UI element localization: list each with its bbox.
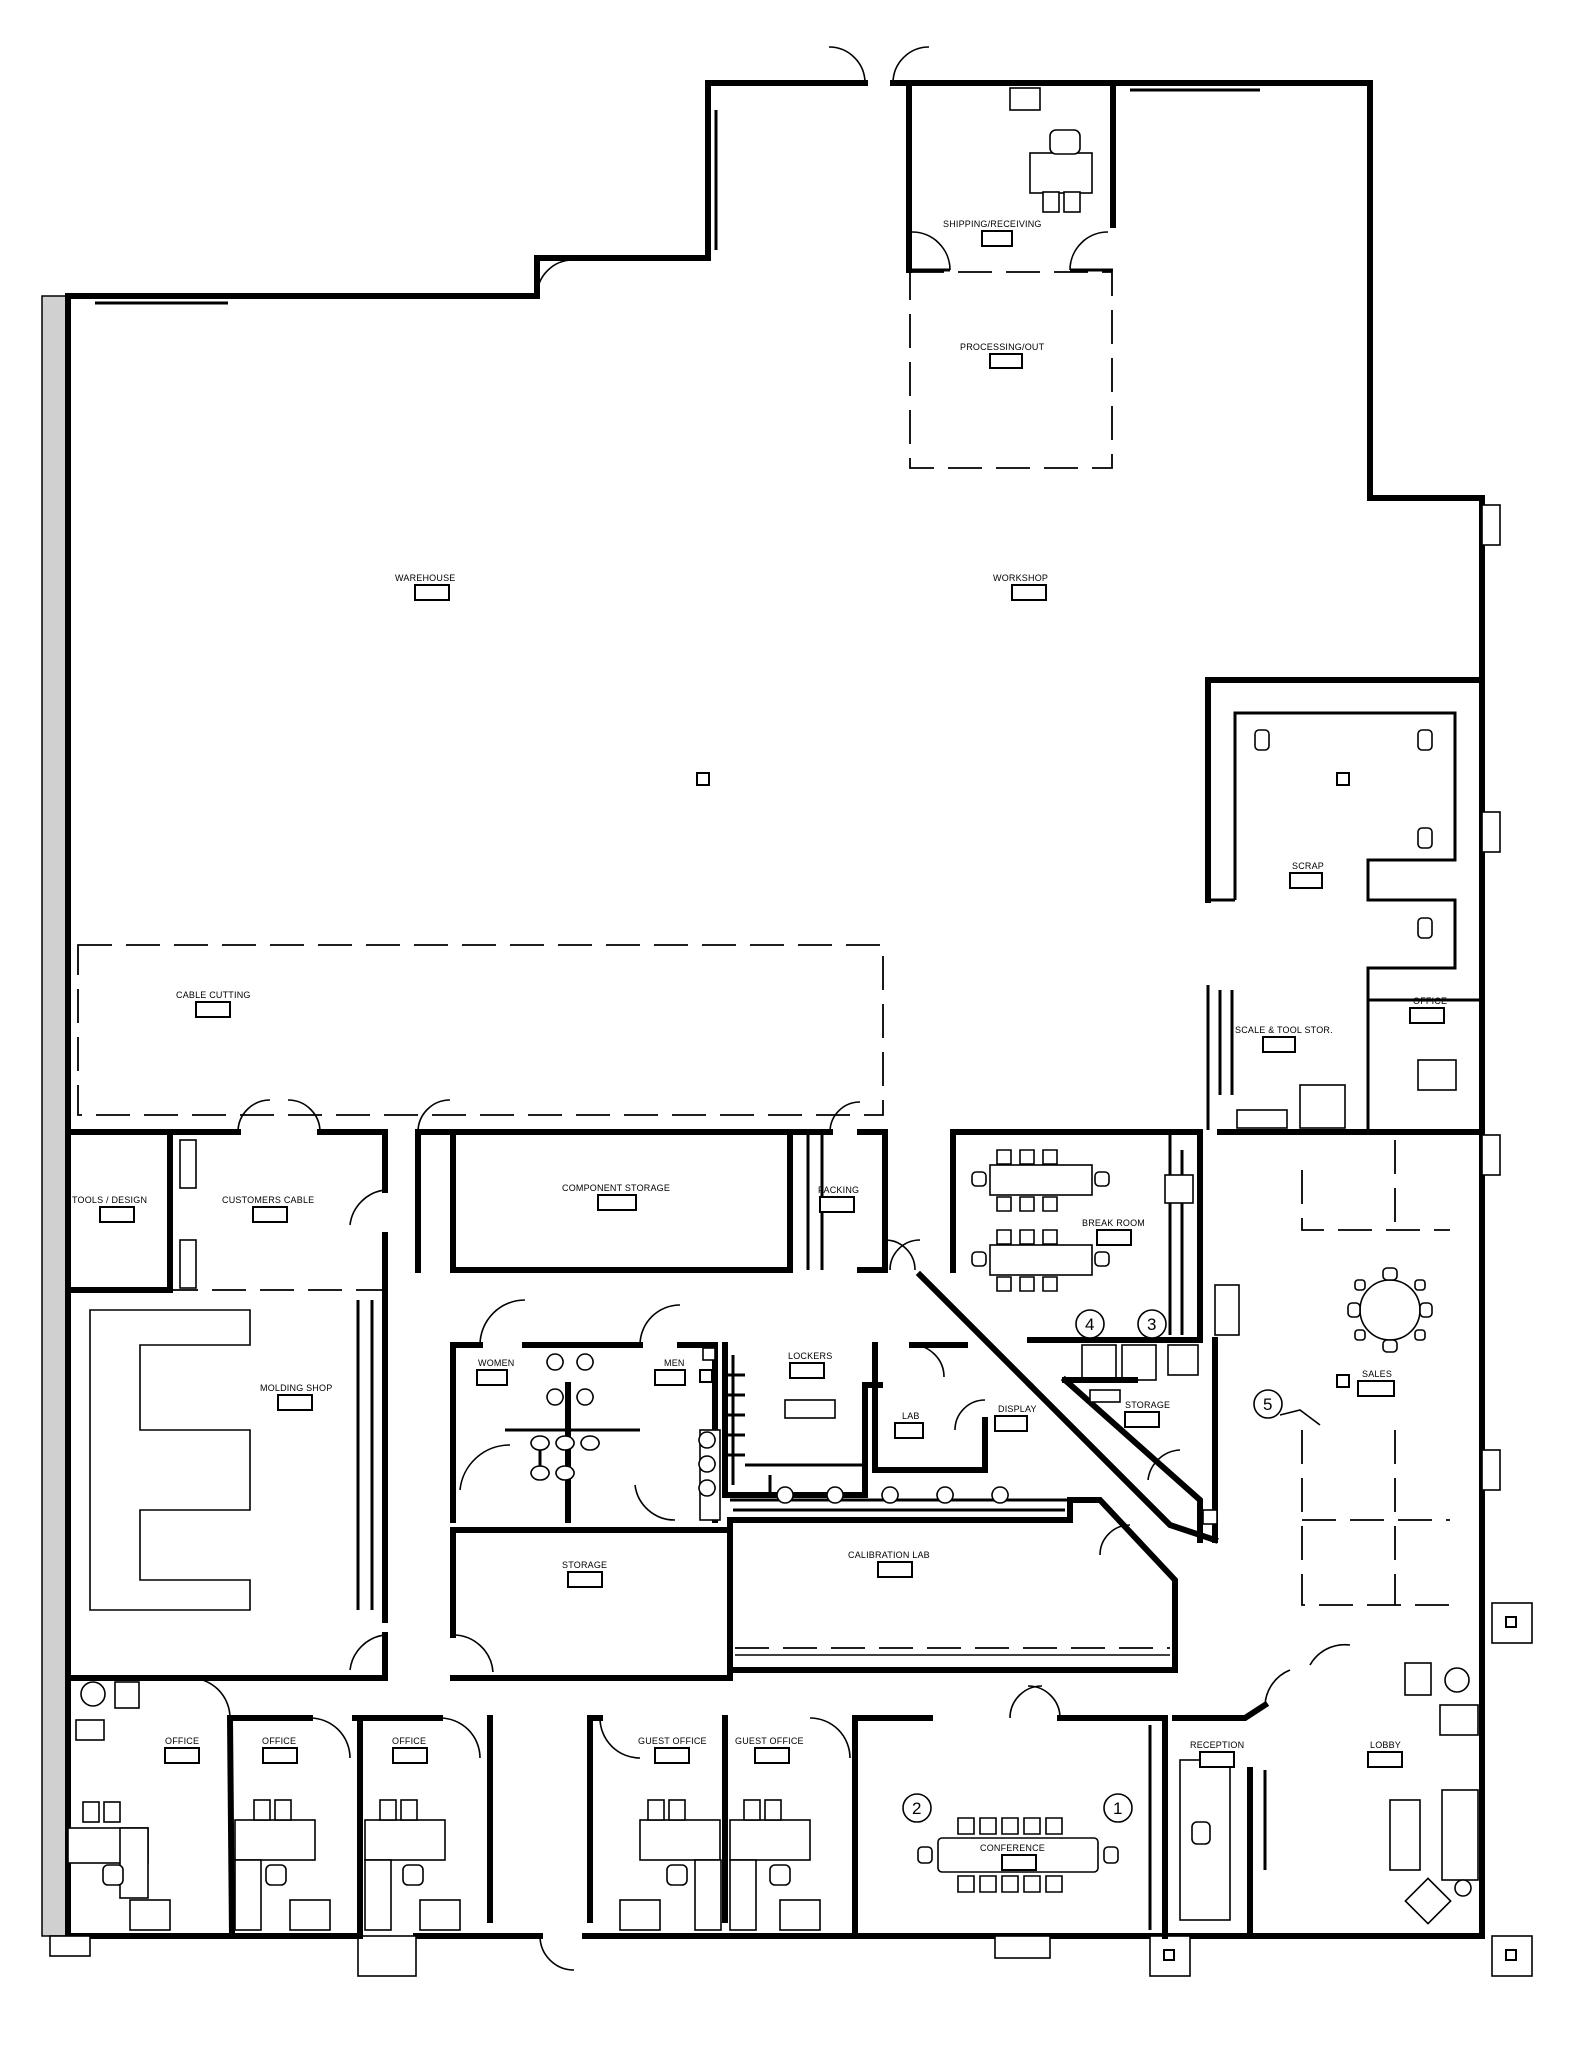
cable-cutting-zone: [77, 944, 884, 1116]
room-label-storage: STORAGE: [562, 1560, 607, 1570]
marker-4-number: 4: [1085, 1315, 1094, 1334]
room-label-sales: SALES: [1362, 1369, 1392, 1379]
marker-3-circle: [1137, 1309, 1167, 1339]
room-label-reception: RECEPTION: [1190, 1740, 1244, 1750]
room-labels: SHIPPING/RECEIVING PROCESSING/OUT WAREHO…: [72, 219, 1447, 1853]
room-label-men: MEN: [664, 1358, 685, 1368]
room-label-customers-cable: CUSTOMERS CABLE: [222, 1195, 314, 1205]
shipping-area: [906, 80, 1116, 469]
room-label-women: WOMEN: [478, 1358, 515, 1368]
break-room-area: [950, 1129, 1240, 1381]
markers: 1 2 3 4 5: [902, 1309, 1283, 1823]
room-label-office-ne: OFFICE: [1413, 996, 1447, 1006]
room-label-office-2: OFFICE: [262, 1736, 296, 1746]
exterior-wall-band: [41, 295, 69, 1937]
lobby-furniture: [1389, 1662, 1479, 1925]
room-label-storage-small: STORAGE: [1125, 1400, 1170, 1410]
diagonal-corridor: [889, 1239, 1219, 1544]
room-label-break-room: BREAK ROOM: [1082, 1218, 1145, 1228]
room-label-molding-shop: MOLDING SHOP: [260, 1383, 332, 1393]
room-label-display: DISPLAY: [998, 1404, 1037, 1414]
room-label-lab: LAB: [902, 1411, 920, 1421]
room-label-guest-office-1: GUEST OFFICE: [638, 1736, 707, 1746]
room-label-workshop: WORKSHOP: [993, 573, 1048, 583]
room-tags: [99, 230, 1445, 1871]
component-storage-area: [415, 1099, 916, 1273]
room-label-component-storage: COMPONENT STORAGE: [562, 1183, 670, 1193]
room-label-tools-design: TOOLS / DESIGN: [72, 1195, 147, 1205]
south-offices: [65, 1662, 1479, 1940]
calibration-lab-area: [727, 1486, 1178, 1673]
room-label-lockers: LOCKERS: [788, 1351, 832, 1361]
marker-4-circle: [1075, 1309, 1105, 1339]
room-label-cable-cutting: CABLE CUTTING: [176, 990, 251, 1000]
office-furniture: [67, 1681, 821, 1931]
west-rooms: [65, 1099, 388, 1681]
room-label-scrap: SCRAP: [1292, 861, 1324, 871]
marker-3-number: 3: [1147, 1315, 1156, 1334]
room-label-conference: CONFERENCE: [980, 1843, 1045, 1853]
doors: [536, 46, 1351, 1971]
room-label-lobby: LOBBY: [1370, 1740, 1401, 1750]
room-label-shipping: SHIPPING/RECEIVING: [943, 219, 1042, 229]
room-label-warehouse: WAREHOUSE: [395, 573, 455, 583]
scrap-area: [1205, 677, 1485, 1130]
exterior-walls: [49, 80, 1533, 1977]
room-label-packing: PACKING: [818, 1185, 859, 1195]
marker-1-circle: [1103, 1793, 1133, 1823]
room-label-processing: PROCESSING/OUT: [960, 342, 1045, 352]
room-label-office-1: OFFICE: [165, 1736, 199, 1746]
marker-5-circle: [1253, 1389, 1283, 1419]
sales-area: [1217, 1129, 1485, 1606]
marker-2-number: 2: [912, 1799, 921, 1818]
marker-2-circle: [902, 1793, 932, 1823]
restroom-area: [450, 1299, 988, 1523]
marker-5-number: 5: [1263, 1395, 1272, 1414]
marker-1-number: 1: [1113, 1799, 1122, 1818]
room-label-guest-office-2: GUEST OFFICE: [735, 1736, 804, 1746]
room-label-office-3: OFFICE: [392, 1736, 426, 1746]
room-label-calibration-lab: CALIBRATION LAB: [848, 1550, 930, 1560]
storage-area: [450, 1527, 733, 1681]
room-label-scale-tool: SCALE & TOOL STOR.: [1235, 1025, 1333, 1035]
